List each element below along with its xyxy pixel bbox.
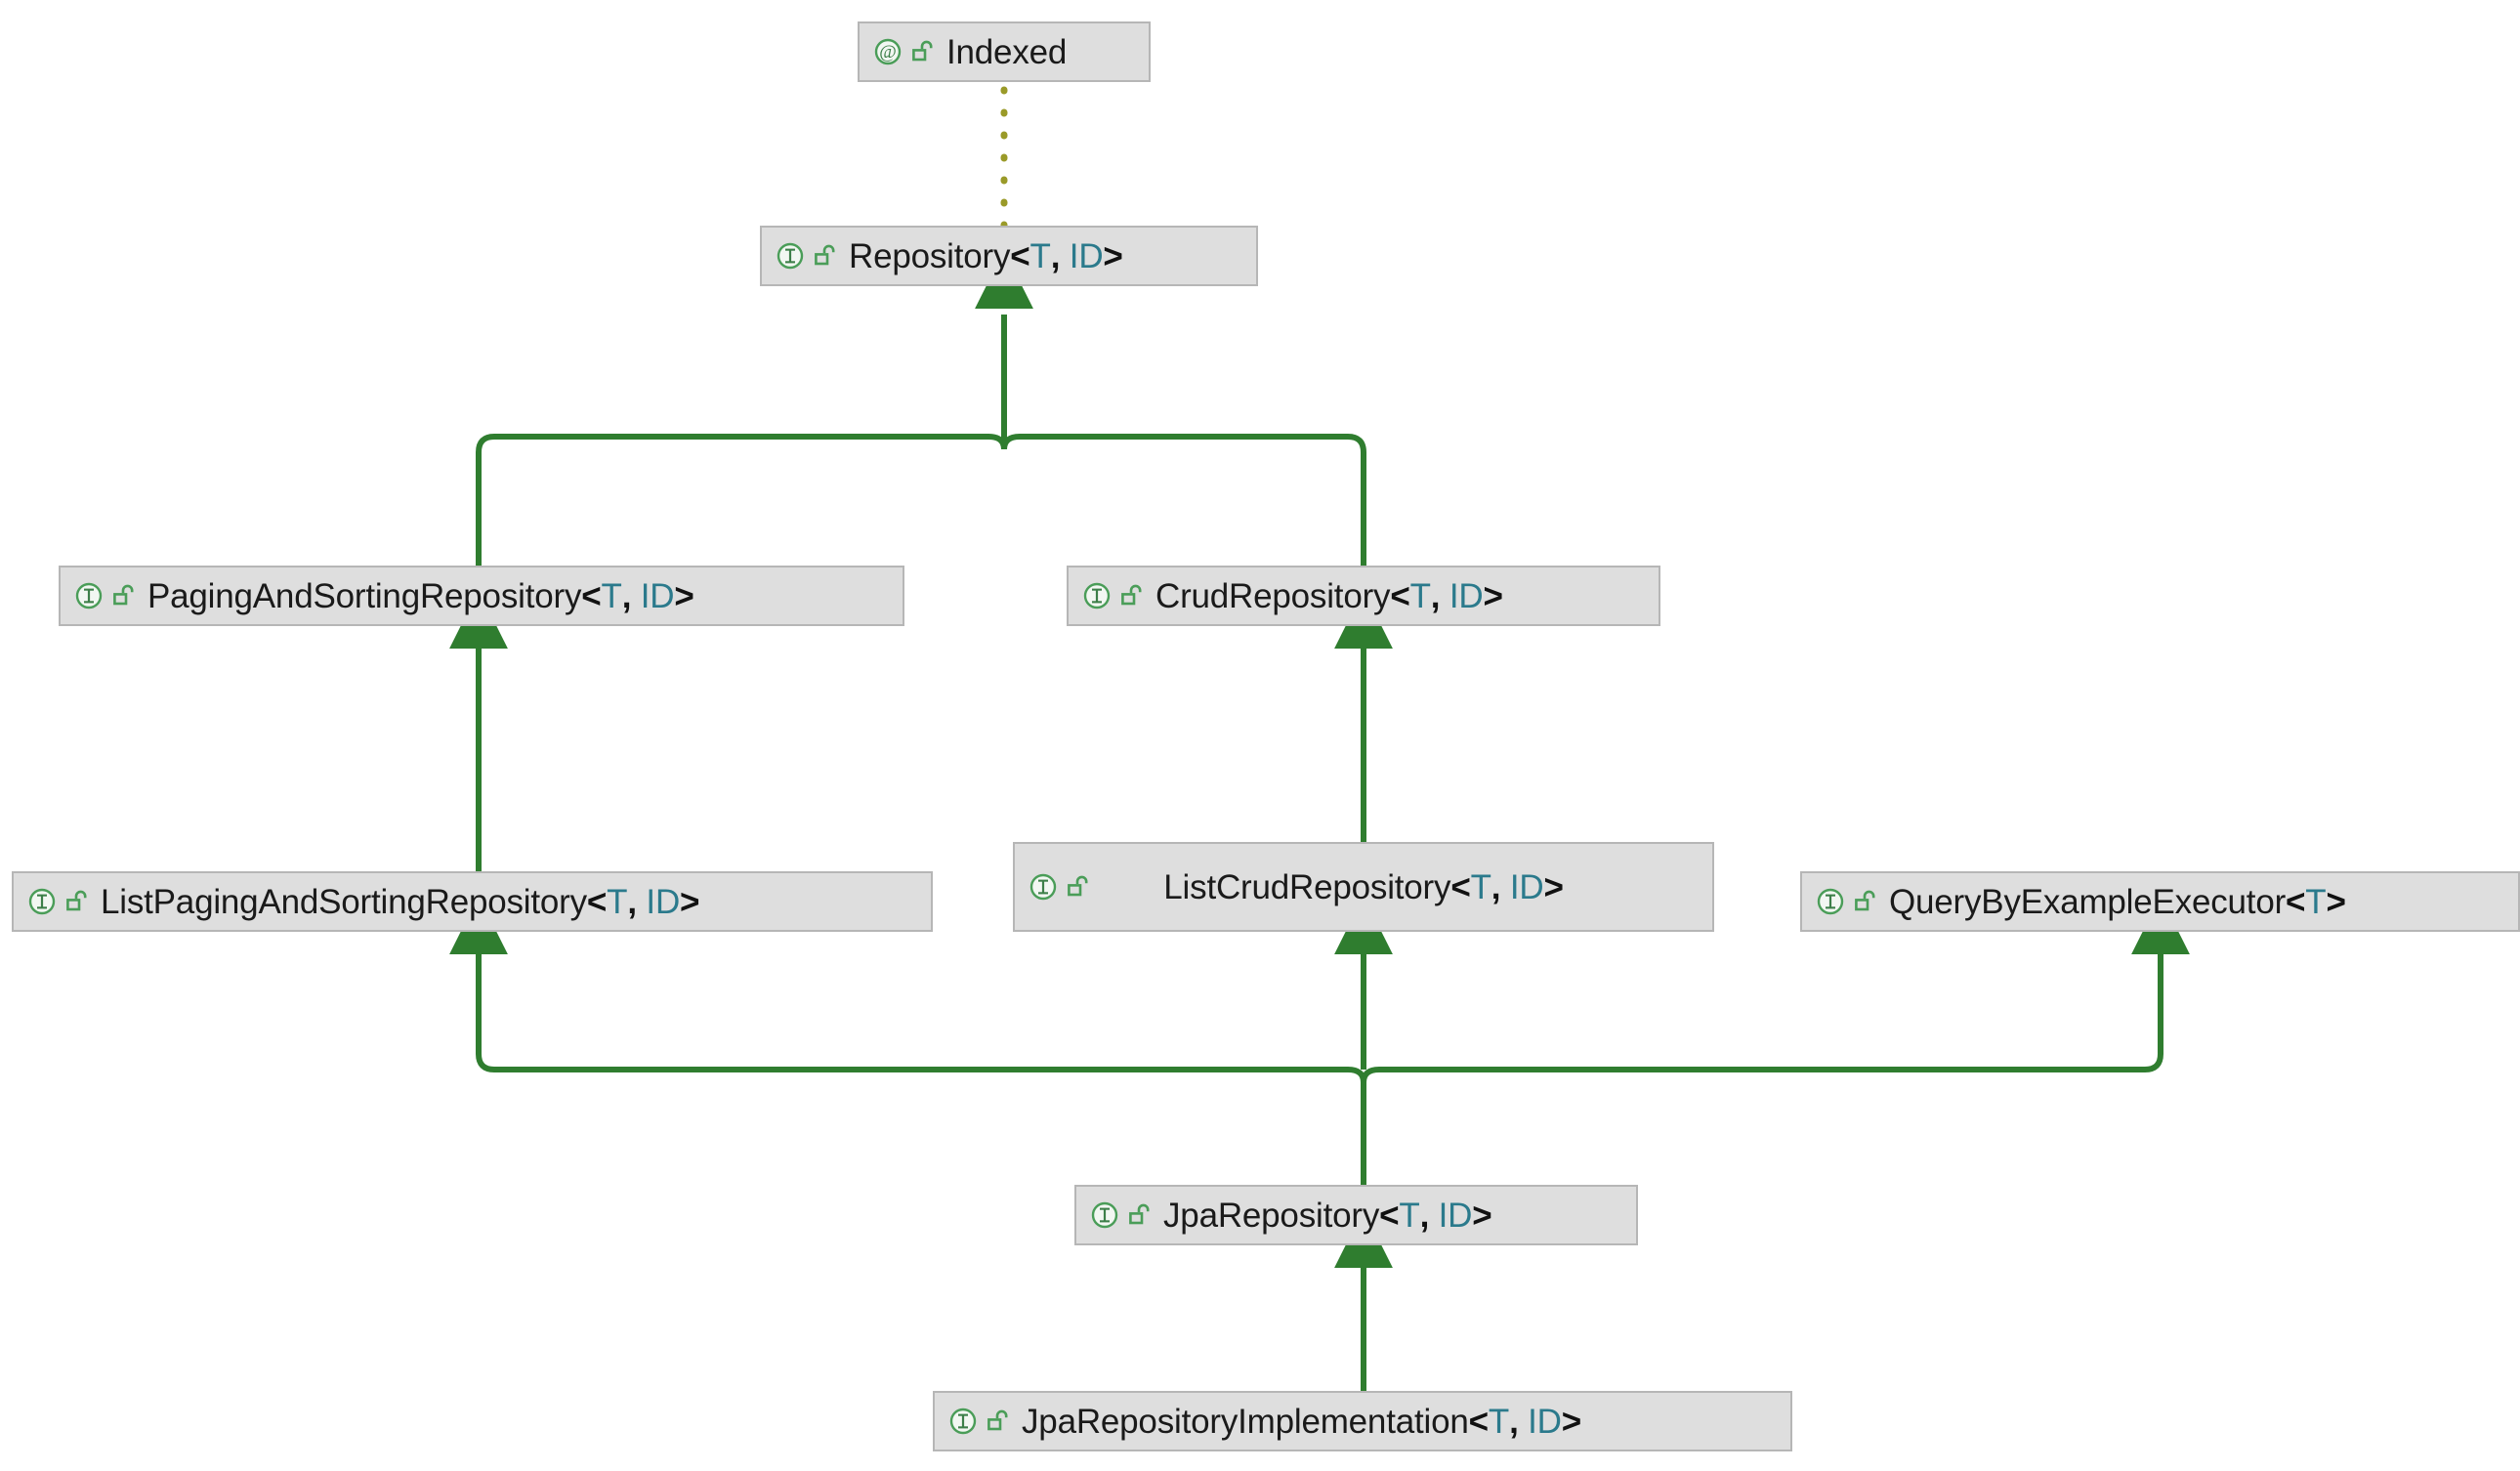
node-icon-group [1076,1200,1163,1230]
generic-comma: , [1430,576,1441,615]
node-name-text: ListCrudRepository [1163,867,1451,906]
class-node-query-by-example-executor[interactable]: QueryByExampleExecutor<T> [1800,871,2520,932]
generic-open-bracket: < [1468,1402,1489,1441]
generic-close-bracket: > [1472,1196,1492,1235]
generic-open-bracket: < [1379,1196,1400,1235]
generic-close-bracket: > [1561,1402,1581,1441]
node-name-text: CrudRepository [1155,576,1391,615]
unlocked-padlock-icon [1120,583,1144,609]
generic-open-bracket: < [1450,867,1471,906]
node-icon-group [14,887,101,916]
generic-type-param: T [1409,576,1431,615]
interface-icon [1082,581,1112,610]
unlocked-padlock-icon [814,243,837,269]
class-node-list-paging-and-sorting-repository[interactable]: ListPagingAndSortingRepository<T, ID> [12,871,933,932]
interface-icon [74,581,104,610]
node-label: JpaRepositoryImplementation<T, ID> [1022,1405,1597,1439]
generic-type-param: ID [1438,1196,1473,1235]
node-label: PagingAndSortingRepository<T, ID> [147,579,710,613]
generic-comma: , [1419,1196,1430,1235]
generic-close-bracket: > [674,576,694,615]
generic-type-param: ID [640,576,675,615]
generic-comma: , [1050,236,1061,275]
generic-type-param: ID [1449,576,1484,615]
class-node-jpa-repository[interactable]: JpaRepository<T, ID> [1074,1185,1638,1245]
class-node-repository[interactable]: Repository<T, ID> [760,226,1258,286]
generic-type-param: ID [646,882,681,921]
interface-icon [948,1407,978,1436]
unlocked-padlock-icon [911,39,935,64]
class-node-list-crud-repository[interactable]: ListCrudRepository<T, ID> [1013,842,1714,932]
interface-icon [1029,872,1058,902]
generic-comma: , [621,576,632,615]
interface-icon [1816,887,1845,916]
node-label: ListCrudRepository<T, ID> [1015,870,1712,904]
node-icon-group [61,581,147,610]
interface-icon [1090,1200,1119,1230]
generic-close-bracket: > [680,882,700,921]
unlocked-padlock-icon [1128,1202,1152,1228]
node-label: Indexed [946,35,1082,69]
generic-close-bracket: > [2326,882,2346,921]
node-icon-group [762,241,849,271]
node-name-text: ListPagingAndSortingRepository [101,882,587,921]
class-node-jpa-repository-implementation[interactable]: JpaRepositoryImplementation<T, ID> [933,1391,1792,1451]
node-name-text: QueryByExampleExecutor [1889,882,2287,921]
node-icon-group [935,1407,1022,1436]
annotation-icon: @ [873,37,903,66]
class-node-crud-repository[interactable]: CrudRepository<T, ID> [1067,566,1660,626]
node-name-text: Repository [849,236,1011,275]
unlocked-padlock-icon [1854,889,1877,914]
generic-open-bracket: < [586,882,608,921]
node-label: QueryByExampleExecutor<T> [1889,885,2362,919]
node-name-text: Indexed [946,32,1068,71]
generic-type-param: T [1399,1196,1420,1235]
node-label: ListPagingAndSortingRepository<T, ID> [101,885,715,919]
interface-icon [27,887,57,916]
node-icon-group [1015,872,1102,902]
generic-open-bracket: < [1010,236,1030,275]
generic-type-param: T [607,882,628,921]
generic-open-bracket: < [1390,576,1410,615]
node-label: JpaRepository<T, ID> [1163,1198,1507,1233]
node-icon-group: @ [860,37,946,66]
generic-type-param: T [1470,867,1491,906]
generic-type-param: ID [1069,236,1104,275]
generic-comma: , [1491,867,1501,906]
class-node-paging-and-sorting-repository[interactable]: PagingAndSortingRepository<T, ID> [59,566,904,626]
node-name-text: PagingAndSortingRepository [147,576,582,615]
generic-close-bracket: > [1543,867,1564,906]
node-label: CrudRepository<T, ID> [1155,579,1519,613]
generic-open-bracket: < [581,576,602,615]
generic-type-param: T [2305,882,2327,921]
unlocked-padlock-icon [112,583,136,609]
generic-comma: , [1509,1402,1519,1441]
interface-icon [776,241,805,271]
node-label: Repository<T, ID> [849,239,1139,273]
generic-comma: , [627,882,637,921]
generic-type-param: T [601,576,622,615]
generic-close-bracket: > [1103,236,1123,275]
generic-type-param: T [1488,1402,1510,1441]
node-icon-group [1802,887,1889,916]
node-name-text: JpaRepository [1163,1196,1380,1235]
generic-close-bracket: > [1483,576,1503,615]
generic-open-bracket: < [2286,882,2306,921]
svg-text:@: @ [879,42,897,63]
edge-jpa-to-parents [449,896,2190,1185]
unlocked-padlock-icon [1067,874,1090,900]
generic-type-param: ID [1528,1402,1562,1441]
unlocked-padlock-icon [987,1408,1010,1434]
generic-type-param: ID [1509,867,1544,906]
edge-paging-crud-to-repository [476,250,1366,566]
node-icon-group [1069,581,1155,610]
class-node-indexed[interactable]: @ Indexed [858,21,1151,82]
node-name-text: JpaRepositoryImplementation [1022,1402,1469,1441]
generic-type-param: T [1029,236,1051,275]
unlocked-padlock-icon [65,889,89,914]
